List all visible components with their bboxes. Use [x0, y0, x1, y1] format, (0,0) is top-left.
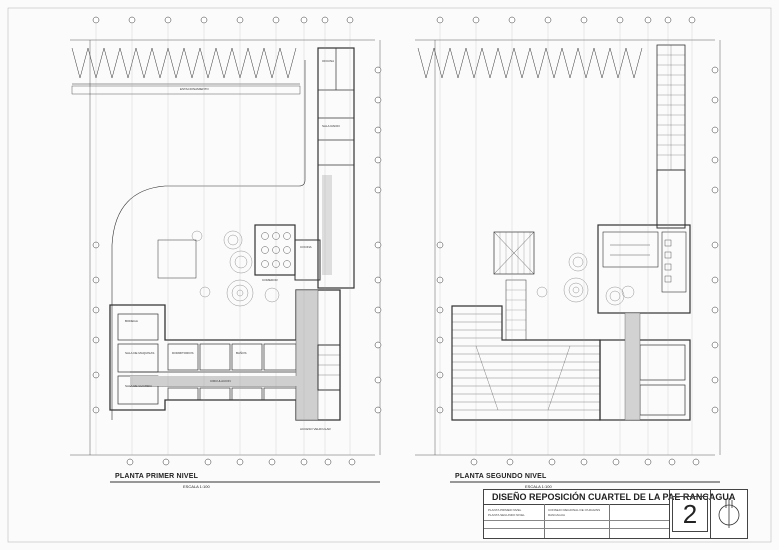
title-block-line: PLANTA PRIMER NIVEL — [488, 508, 522, 512]
project-title: DISEÑO REPOSICIÓN CUARTEL DE LA PAE RANC… — [492, 492, 736, 502]
room-label: BAÑOS — [236, 351, 247, 355]
north-arrow-icon — [713, 496, 745, 530]
sheet-number: 2 — [672, 496, 708, 532]
room-label: COCINA — [300, 245, 312, 249]
plan-scale-first-level: ESCALA 1:100 — [183, 484, 210, 489]
room-label: ESTACIONAMIENTO — [180, 87, 209, 91]
plan-title-first-level: PLANTA PRIMER NIVEL — [115, 473, 199, 480]
room-label: SALA RADIO — [322, 124, 340, 128]
room-label: SALA DE GUARDIA — [125, 384, 153, 388]
room-label: SALA DE MAQUINAS — [125, 351, 155, 355]
title-block: DISEÑO REPOSICIÓN CUARTEL DE LA PAE RANC… — [483, 489, 748, 539]
room-label: BODEGA — [125, 319, 138, 323]
room-label: OFICINA — [322, 59, 335, 63]
room-label: CIRCULACION — [210, 379, 231, 383]
plan-first-level — [70, 16, 382, 483]
plan-title-second-level: PLANTA SEGUNDO NIVEL — [455, 473, 547, 480]
plan-scale-second-level: ESCALA 1:100 — [525, 484, 552, 489]
room-label: DORMITORIOS — [172, 351, 194, 355]
plan-second-level — [415, 16, 721, 483]
title-block-line: RANCAGUA — [548, 513, 566, 517]
room-label: COMEDOR — [262, 278, 278, 282]
room-label: ACCESO VEHICULAR — [300, 427, 331, 431]
title-block-line: PLANTA SEGUNDO NIVEL — [488, 513, 525, 517]
title-block-line: CONSEJO REGIONAL DE O'HIGGINS — [548, 508, 601, 512]
